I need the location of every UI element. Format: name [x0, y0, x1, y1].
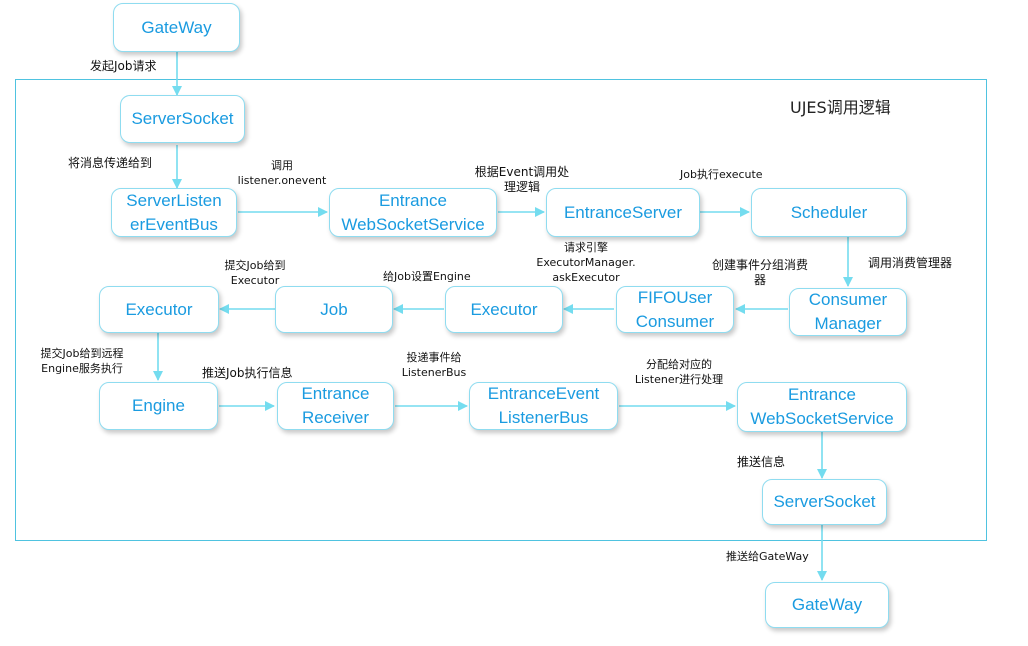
job-node: Job [275, 286, 393, 333]
scheduler-node: Scheduler [751, 188, 907, 237]
label-pass-message: 将消息传递给到 [68, 156, 153, 170]
gateway-bottom-label: GateWay [791, 595, 863, 614]
label-dispatch-listener: 分配给对应的 Listener进行处理 [634, 358, 724, 386]
scheduler-label: Scheduler [790, 202, 868, 222]
label-push-gateway: 推送给GateWay [726, 550, 809, 563]
label-call-consumer-manager: 调用消费管理器 [868, 256, 953, 270]
server-listener-eventbus-label: ServerListen erEventBus [126, 190, 222, 234]
entrance-websocket-service-2-node: Entrance WebSocketService [737, 382, 907, 432]
consumer-manager-node: Consumer Manager [789, 288, 907, 336]
label-deliver-event: 投递事件给 ListenerBus [401, 351, 467, 379]
ujes-frame [15, 79, 987, 541]
gateway-top-node: GateWay [113, 3, 240, 52]
executor-mid-label: Executor [470, 299, 538, 319]
label-create-group-consumer: 创建事件分组消费 器 [711, 258, 808, 287]
entrance-receiver-label: Entrance Receiver [301, 384, 370, 427]
label-request-engine: 请求引擎 ExecutorManager. askExecutor [536, 241, 636, 284]
diagram-title: UJES调用逻辑 [790, 98, 891, 117]
entrance-receiver-node: Entrance Receiver [277, 382, 394, 430]
label-push-job-info: 推送Job执行信息 [202, 366, 293, 380]
entrance-server-label: EntranceServer [563, 202, 683, 222]
label-submit-to-executor: 提交Job给到 Executor [224, 259, 286, 287]
job-label: Job [320, 299, 348, 319]
fifo-user-consumer-node: FIFOUser Consumer [616, 286, 734, 333]
engine-label: Engine [132, 396, 185, 415]
label-call-onevent: 调用 listener.onevent [237, 159, 327, 187]
serversocket-2-label: ServerSocket [773, 492, 876, 511]
label-dispatch-by-event: 根据Event调用处 理逻辑 [474, 165, 570, 194]
executor-left-label: Executor [125, 299, 193, 319]
serversocket-1-label: ServerSocket [131, 109, 234, 128]
entrance-websocket-service-2-label: Entrance WebSocketService [750, 385, 894, 428]
serversocket-2-node: ServerSocket [762, 479, 887, 525]
executor-left-node: Executor [99, 286, 219, 333]
entrance-websocket-service-1-label: Entrance WebSocketService [341, 190, 485, 234]
engine-node: Engine [99, 382, 218, 430]
entrance-event-listenerbus-label: EntranceEvent ListenerBus [487, 384, 600, 427]
gateway-top-label: GateWay [141, 17, 212, 37]
server-listener-eventbus-node: ServerListen erEventBus [111, 188, 237, 237]
entrance-websocket-service-1-node: Entrance WebSocketService [329, 188, 497, 237]
label-submit-job: 发起Job请求 [90, 59, 157, 73]
label-submit-remote: 提交Job给到远程 Engine服务执行 [40, 347, 124, 375]
fifo-user-consumer-label: FIFOUser Consumer [635, 287, 715, 331]
gateway-bottom-node: GateWay [765, 582, 889, 628]
executor-mid-node: Executor [445, 286, 563, 333]
entrance-event-listenerbus-node: EntranceEvent ListenerBus [469, 382, 618, 430]
label-set-engine: 给Job设置Engine [383, 270, 471, 283]
consumer-manager-label: Consumer Manager [808, 290, 888, 333]
entrance-server-node: EntranceServer [546, 188, 700, 237]
label-push-info: 推送信息 [737, 455, 786, 469]
serversocket-1-node: ServerSocket [120, 95, 245, 143]
label-job-execute: Job执行execute [680, 168, 763, 181]
